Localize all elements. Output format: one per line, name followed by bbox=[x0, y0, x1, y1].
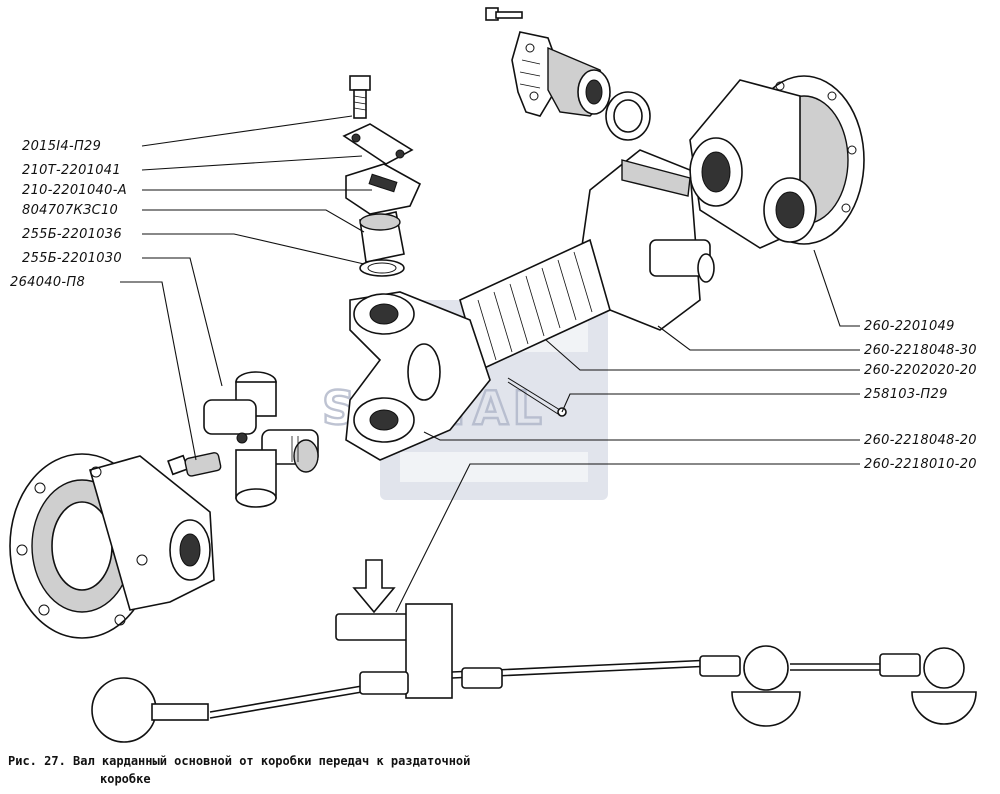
part-label: 2015I4-П29 bbox=[22, 139, 101, 154]
flange-left bbox=[9, 453, 215, 639]
part-label: 255Б-2201036 bbox=[22, 227, 122, 242]
leader-lines bbox=[120, 115, 860, 613]
part-label: 260-2202020-20 bbox=[864, 363, 977, 378]
figure-caption: Рис. 27. Вал карданный основной от короб… bbox=[8, 752, 568, 788]
part-label: 210Т-2201041 bbox=[22, 163, 121, 178]
bearing-ring bbox=[605, 91, 651, 141]
bracket-assembly bbox=[485, 7, 651, 141]
part-label: 258103-П29 bbox=[864, 387, 948, 402]
part-label: 210-2201040-А bbox=[22, 183, 127, 198]
part-label: 260-2201049 bbox=[864, 319, 955, 334]
cotter-pin bbox=[507, 377, 567, 417]
universal-joint-cross bbox=[203, 371, 319, 508]
labels-left: 2015I4-П29 210Т-2201041 210-2201040-А 80… bbox=[10, 139, 127, 290]
driveline-scheme bbox=[91, 559, 977, 743]
grease-fitting bbox=[167, 452, 222, 477]
part-label: 260-2218048-30 bbox=[864, 343, 977, 358]
caption-line-2: коробке bbox=[100, 772, 151, 786]
caption-line-1: Рис. 27. Вал карданный основной от короб… bbox=[8, 754, 471, 768]
part-label: 260-2218010-20 bbox=[864, 457, 977, 472]
small-bolt-top bbox=[485, 7, 523, 21]
bolt-and-bearing-stack bbox=[342, 75, 422, 277]
flange-yoke-right bbox=[689, 75, 865, 249]
part-label: 804707КЗС10 bbox=[22, 203, 118, 218]
part-label: 264040-П8 bbox=[10, 275, 85, 290]
part-label: 260-2218048-20 bbox=[864, 433, 977, 448]
part-label: 255Б-2201030 bbox=[22, 251, 122, 266]
front-yoke bbox=[345, 291, 491, 461]
labels-right: 260-2201049 260-2218048-30 260-2202020-2… bbox=[864, 319, 977, 472]
sliding-yoke-shaft bbox=[459, 149, 715, 372]
cross-stub bbox=[649, 239, 715, 283]
